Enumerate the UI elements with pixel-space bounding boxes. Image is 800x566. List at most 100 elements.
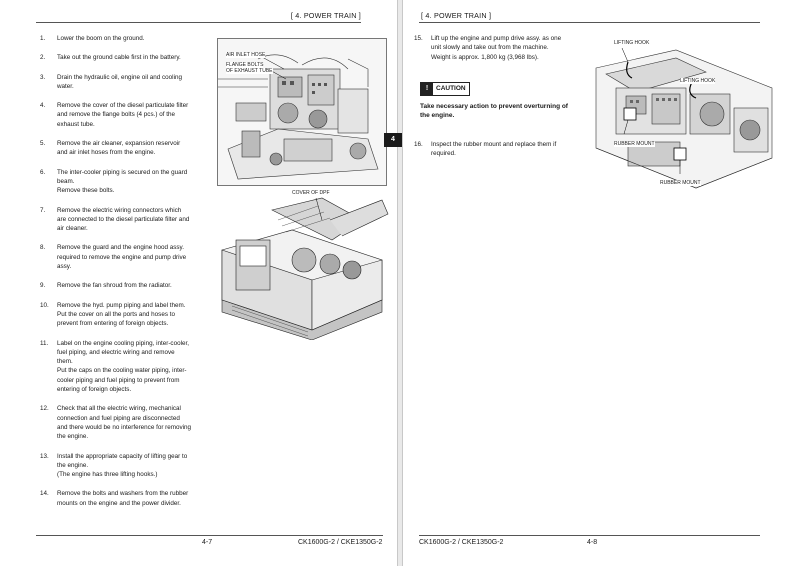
step-line: connection and fuel piping are disconnec… bbox=[57, 414, 180, 422]
step-line: Put the cover on all the ports and hoses… bbox=[57, 310, 175, 318]
right-header-rule bbox=[419, 22, 760, 23]
step-number: 1. bbox=[40, 35, 46, 42]
caution-badge: !CAUTION bbox=[420, 82, 470, 96]
label-rubber-mount-2: RUBBER MOUNT bbox=[660, 180, 701, 186]
step-line: air cleaner. bbox=[57, 225, 88, 233]
step-item: 12. Check that all the electric wiring, m… bbox=[40, 404, 206, 441]
step-line: the engine. bbox=[57, 433, 89, 441]
label-rubber-mount-1: RUBBER MOUNT bbox=[614, 141, 655, 147]
step-item: 10. Remove the hyd. pump piping and label… bbox=[40, 301, 206, 329]
step-line: Remove the bolts and washers from the ru… bbox=[57, 490, 189, 498]
step-item-16: 16. Inspect the rubber mount and replace… bbox=[414, 140, 584, 159]
step-line: Install the appropriate capacity of lift… bbox=[57, 452, 188, 460]
step-line: The inter-cooler piping is secured on th… bbox=[57, 168, 188, 176]
step-item: 9. Remove the fan shroud from the radiato… bbox=[40, 281, 206, 290]
label-lifting-hook-2: LIFTING HOOK bbox=[680, 78, 716, 84]
step-line: fuel piping, and electric wiring and rem… bbox=[57, 348, 175, 356]
step-number: 2. bbox=[40, 54, 46, 62]
step-item: 14. Remove the bolts and washers from the… bbox=[40, 489, 206, 508]
step-line: Remove the cover of the diesel particula… bbox=[57, 102, 189, 110]
step-line: Remove the hyd. pump piping and label th… bbox=[57, 301, 186, 309]
step-line: Remove these bolts. bbox=[57, 187, 115, 195]
step-line: and remove the flange bolts (4 pcs.) of … bbox=[57, 111, 175, 119]
right-footer-rule bbox=[419, 535, 760, 536]
step-item: 2. Take out the ground cable first in the… bbox=[40, 53, 206, 62]
step-line: Remove the guard and the engine hood ass… bbox=[57, 244, 184, 252]
crane-illustration bbox=[221, 197, 389, 340]
step-line: (The engine has three lifting hooks.) bbox=[57, 471, 158, 479]
step-line: Remove the air cleaner, expansion reserv… bbox=[57, 140, 181, 148]
left-page-header: [ 4. POWER TRAIN ] bbox=[290, 11, 361, 20]
step-number: 5. bbox=[40, 140, 46, 148]
engine-illustration-3 bbox=[595, 47, 773, 189]
step-line: exhaust tube. bbox=[57, 120, 95, 128]
step-line: them. bbox=[57, 358, 73, 366]
step-number: 8. bbox=[40, 244, 46, 252]
left-header-rule bbox=[36, 22, 361, 23]
step-line: Remove the fan shroud from the radiator. bbox=[57, 282, 172, 290]
step-item: 11. Label on the engine cooling piping, i… bbox=[40, 339, 206, 395]
step-line: Lift up the engine and pump drive assy. … bbox=[431, 35, 562, 42]
label-flange-bolts-2: OF EXHAUST TUBE bbox=[226, 68, 273, 74]
left-page: [ 4. POWER TRAIN ] 1. Lower the boom on t… bbox=[0, 0, 398, 566]
right-step-16: 16. Inspect the rubber mount and replace… bbox=[414, 140, 584, 169]
step-line: Drain the hydraulic oil, engine oil and … bbox=[57, 73, 182, 81]
left-footer-rule bbox=[36, 535, 383, 536]
step-number: 13. bbox=[40, 452, 49, 460]
step-line: and air inlet hoses from the engine. bbox=[57, 149, 156, 157]
step-line: Check that all the electric wiring, mech… bbox=[57, 405, 181, 413]
right-page-header: [ 4. POWER TRAIN ] bbox=[421, 11, 492, 20]
caution-line: the engine. bbox=[420, 112, 455, 120]
step-item: 4. Remove the cover of the diesel particu… bbox=[40, 101, 206, 129]
step-line: required to remove the engine and pump d… bbox=[57, 253, 187, 261]
step-line: required. bbox=[431, 150, 456, 158]
step-line: beam. bbox=[57, 177, 75, 185]
step-item: 7. Remove the electric wiring connectors … bbox=[40, 206, 206, 234]
step-line: and there would be no interference for r… bbox=[57, 423, 192, 431]
step-line: water. bbox=[57, 82, 74, 90]
step-item-15: 15. Lift up the engine and pump drive as… bbox=[414, 34, 584, 62]
caution-message: Take necessary action to prevent overtur… bbox=[420, 102, 595, 121]
right-page-number: 4-8 bbox=[587, 539, 598, 546]
step-line: Label on the engine cooling piping, inte… bbox=[57, 339, 189, 347]
step-line: Weight is approx. 1,800 kg (3,968 lbs). bbox=[431, 53, 539, 61]
step-line: Take out the ground cable first in the b… bbox=[57, 54, 181, 62]
step-number: 15. bbox=[414, 35, 423, 42]
engine-figure-3: LIFTING HOOK LIFTING HOOK RUBBER MOUNT R… bbox=[586, 38, 776, 208]
crane-figure-2: COVER OF DPF bbox=[212, 190, 390, 340]
label-air-inlet-hose: AIR INLET HOSE bbox=[226, 52, 266, 58]
step-item: 3.Drain the hydraulic oil, engine oil an… bbox=[40, 73, 206, 92]
step-line: entering of foreign objects. bbox=[57, 386, 132, 394]
step-number: 7. bbox=[40, 206, 46, 214]
step-item: 1. Lower the boom on the ground. bbox=[40, 34, 206, 43]
step-number: 9. bbox=[40, 282, 46, 290]
left-model-name: CK1600G-2 / CKE1350G-2 bbox=[298, 539, 383, 546]
step-line: the engine. bbox=[57, 461, 89, 469]
caution-line: Take necessary action to prevent overtur… bbox=[420, 103, 568, 110]
engine-figure-1: AIR INLET HOSE FLANGE BOLTS OF EXHAUST T… bbox=[217, 38, 387, 186]
right-step-15: 15. Lift up the engine and pump drive as… bbox=[414, 34, 584, 72]
step-item: 5. Remove the air cleaner, expansion rese… bbox=[40, 139, 206, 158]
label-lifting-hook-1: LIFTING HOOK bbox=[614, 40, 650, 46]
step-line: Inspect the rubber mount and replace the… bbox=[431, 141, 557, 148]
step-line: are connected to the diesel particulate … bbox=[57, 215, 190, 223]
right-model-name: CK1600G-2 / CKE1350G-2 bbox=[419, 539, 504, 546]
label-flange-bolts-1: FLANGE BOLTS bbox=[226, 62, 264, 68]
step-line: prevent from entering of foreign objects… bbox=[57, 320, 169, 328]
step-number: 4. bbox=[40, 102, 46, 110]
left-steps-list: 1. Lower the boom on the ground. 2. Take ou… bbox=[40, 34, 206, 518]
step-number: 11. bbox=[40, 339, 49, 347]
step-line: Remove the electric wiring connectors wh… bbox=[57, 206, 182, 214]
step-number: 12. bbox=[40, 405, 49, 413]
step-line: assy. bbox=[57, 263, 72, 271]
step-number: 6. bbox=[40, 168, 46, 176]
caution-label: CAUTION bbox=[436, 85, 466, 92]
engine-illustration-1 bbox=[218, 39, 386, 185]
left-page-number: 4-7 bbox=[202, 539, 213, 546]
chapter-tab: 4 bbox=[384, 133, 402, 147]
step-item: 13. Install the appropriate capacity of l… bbox=[40, 452, 206, 480]
step-number: 10. bbox=[40, 301, 49, 309]
step-number: 14. bbox=[40, 490, 49, 498]
step-number: 16. bbox=[414, 141, 423, 148]
step-line: Lower the boom on the ground. bbox=[57, 35, 145, 42]
